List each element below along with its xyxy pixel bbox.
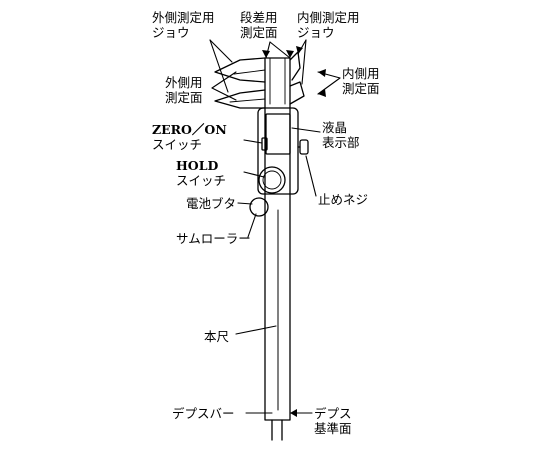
beam-upper (264, 57, 291, 109)
zero-on-button (261, 137, 268, 151)
label-depth-ref: デプス基準面 (314, 406, 352, 436)
lcd-window (265, 113, 291, 155)
label-lcd: 液晶表示部 (322, 120, 360, 150)
sliding-outside-jaw (214, 89, 266, 109)
label-outside-face: 外側用測定面 (165, 75, 203, 105)
sliding-jaw-face (229, 98, 266, 103)
label-outside-jaw: 外側測定用ジョウ (152, 10, 215, 40)
label-depth-bar: デプスバー (172, 406, 235, 421)
inside-jaw-fixed (289, 51, 301, 81)
battery-cover (258, 166, 286, 194)
arrow-inside-face-1 (318, 69, 326, 77)
label-inside-face: 内側用測定面 (342, 66, 380, 96)
inside-jaw-sliding (289, 81, 305, 105)
arrow-step-2 (286, 50, 294, 58)
lock-screw-knob (299, 139, 309, 155)
label-battery-cover: 電池ブタ (186, 196, 237, 211)
main-scale-beam (264, 107, 291, 421)
label-main-scale: 本尺 (204, 329, 230, 344)
fixed-outside-jaw (214, 57, 266, 83)
arrow-depth-ref (290, 409, 297, 417)
battery-cover-inner (262, 170, 282, 190)
label-step-face: 段差用測定面 (240, 10, 278, 40)
arrow-inside-face-2 (318, 89, 326, 97)
arrow-inside-1 (296, 46, 303, 54)
arrow-step-1 (262, 50, 270, 58)
fixed-jaw-face (233, 69, 266, 75)
thumb-roller (249, 197, 269, 217)
slider-body (257, 107, 299, 195)
label-lock-screw: 止めネジ (318, 192, 369, 207)
label-thumb-roller: サムローラー (176, 231, 251, 246)
label-inside-jaw: 内側測定用ジョウ (297, 10, 360, 40)
